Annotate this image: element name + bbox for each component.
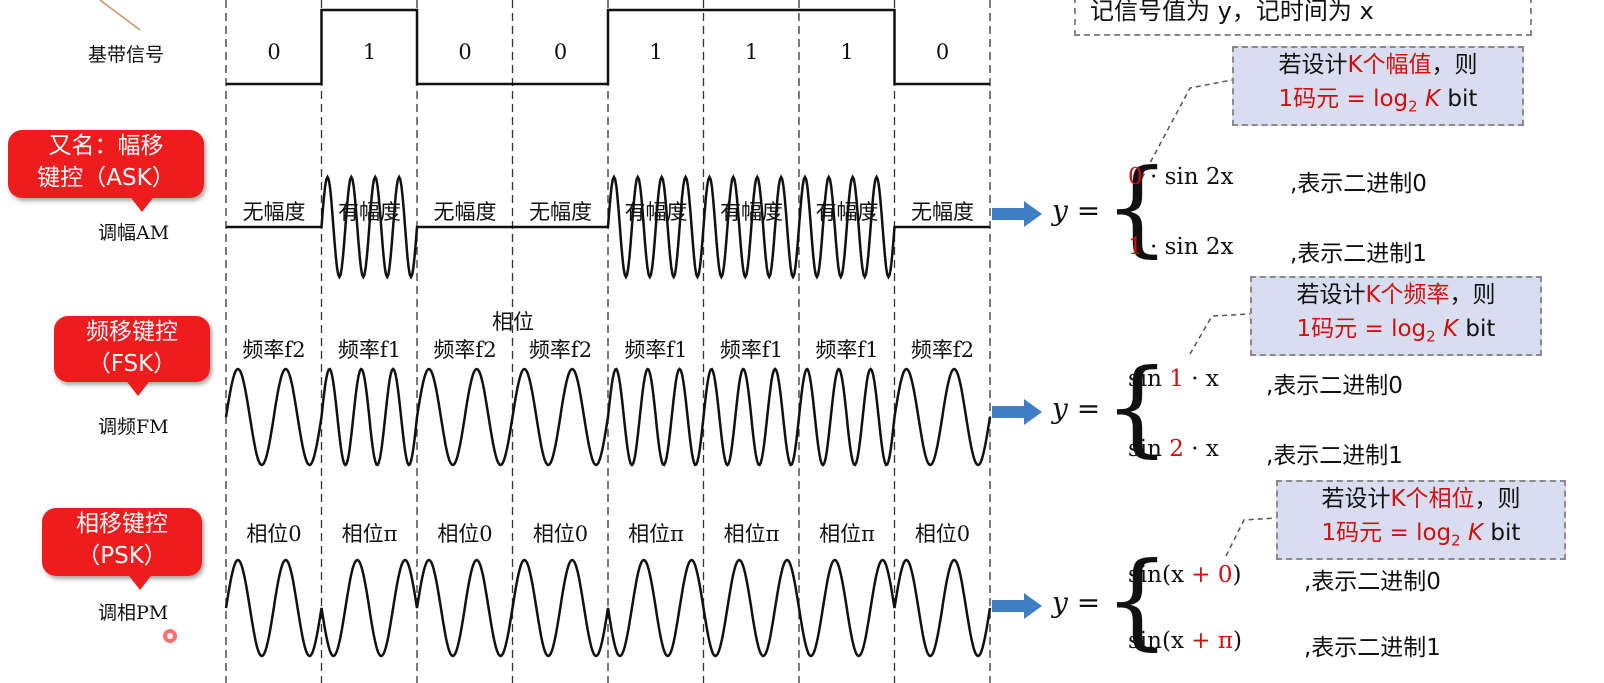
psk-cell-label: 相位0 [914,522,971,546]
ask-y: y = [1052,194,1101,227]
psk-cell-label: 相位π [628,522,684,546]
fsk-cell-label: 频率f1 [815,338,879,362]
psk-brace: { [1104,539,1171,661]
psk-cell-label: 相位π [819,522,875,546]
psk-waveform [224,558,992,658]
top-note: 记信号值为 y，记时间为 x [1074,0,1532,36]
fsk-desc-0: ,表示二进制0 [1266,373,1403,399]
psk-cell-label: 相位0 [246,522,302,546]
ask-formula-1: 1 · sin 2x [1128,234,1234,260]
bit-value: 1 [362,40,377,64]
fsk-bubble: 频移键控 （FSK） [54,316,210,396]
bit-value: 1 [744,40,759,64]
psk-desc-1: ,表示二进制1 [1304,635,1441,661]
bit-value: 0 [553,40,568,64]
fsk-y: y = [1052,392,1101,425]
ask-formula-0: 0 · sin 2x [1128,164,1234,190]
ask-brace: { [1104,146,1171,268]
psk-cell-label: 相位0 [532,522,589,546]
ask-cell-label: 有幅度 [720,200,783,224]
psk-bubble-line1: 相移键控 [76,511,168,537]
bit-value: 1 [840,40,854,64]
psk-cell-label: 相位π [723,522,780,546]
psk-formula-1: sin(x + π) [1128,628,1242,654]
fsk-formula-1: sin 2 · x [1128,436,1219,462]
psk-cell-label: 相位π [341,522,398,546]
arrow-icon [992,201,1042,619]
fsk-row-label: 调频FM [98,416,169,438]
callout-line [1141,79,1233,179]
fsk-brace: { [1104,346,1171,468]
top-note-text: 记信号值为 y，记时间为 x [1090,0,1374,25]
psk-bubble-line2: （PSK） [77,543,167,569]
bit-value: 1 [649,40,663,64]
ask-bubble-line1: 又名：幅移 [48,133,164,159]
bit-value: 0 [267,40,281,64]
ask-cell-label: 有幅度 [624,200,688,224]
fsk-bubble-line2: （FSK） [87,351,177,377]
bit-boundary-lines [225,0,991,683]
ask-cell-label: 无幅度 [529,200,592,224]
ask-desc-0: ,表示二进制0 [1290,171,1427,197]
ask-desc-1: ,表示二进制1 [1290,241,1427,267]
psk-note: 若设计K个相位，则 1码元 = log2 K bit [1276,480,1566,560]
ask-row-label: 调幅AM [98,222,170,244]
ask-cell-label: 有幅度 [338,200,401,224]
baseband-waveform [226,8,990,86]
ask-bubble: 又名：幅移 键控（ASK） [8,130,204,212]
fsk-bubble-line1: 频移键控 [86,319,178,345]
fsk-cell-label: 频率f1 [624,338,688,362]
ask-cell-label: 无幅度 [433,200,497,224]
pointer-line [99,0,141,31]
pointer-dot-center [167,633,173,639]
psk-cell-label: 相位0 [437,522,493,546]
ask-cell-label: 无幅度 [911,200,974,224]
fsk-cell-label: 频率f2 [528,338,593,362]
callout-line [1225,517,1277,557]
fsk-desc-1: ,表示二进制1 [1266,443,1403,469]
fsk-extra-label: 相位 [492,310,534,334]
ask-bubble-line2: 键控（ASK） [37,165,175,191]
bit-value: 0 [458,40,472,64]
psk-desc-0: ,表示二进制0 [1304,569,1441,595]
fsk-cell-label: 频率f1 [719,338,784,362]
psk-bubble: 相移键控 （PSK） [42,508,202,590]
baseband-label: 基带信号 [88,44,165,66]
psk-y: y = [1052,586,1101,619]
fsk-cell-label: 频率f2 [433,338,497,362]
psk-formula-0: sin(x + 0) [1128,562,1242,588]
ask-waveform [226,174,990,280]
ask-cell-label: 无幅度 [242,200,306,224]
psk-row-label: 调相PM [98,602,169,624]
bit-value: 0 [935,40,950,64]
fsk-note: 若设计K个频率，则 1码元 = log2 K bit [1250,276,1542,356]
callout-line [1189,313,1251,355]
ask-cell-label: 有幅度 [815,200,879,224]
fsk-cell-label: 频率f2 [242,338,306,362]
fsk-waveform [224,367,992,467]
fsk-cell-label: 频率f1 [337,338,402,362]
fsk-formula-0: sin 1 · x [1128,366,1219,392]
fsk-cell-label: 频率f2 [910,338,975,362]
ask-note: 若设计K个幅值，则 1码元 = log2 K bit [1232,46,1524,126]
